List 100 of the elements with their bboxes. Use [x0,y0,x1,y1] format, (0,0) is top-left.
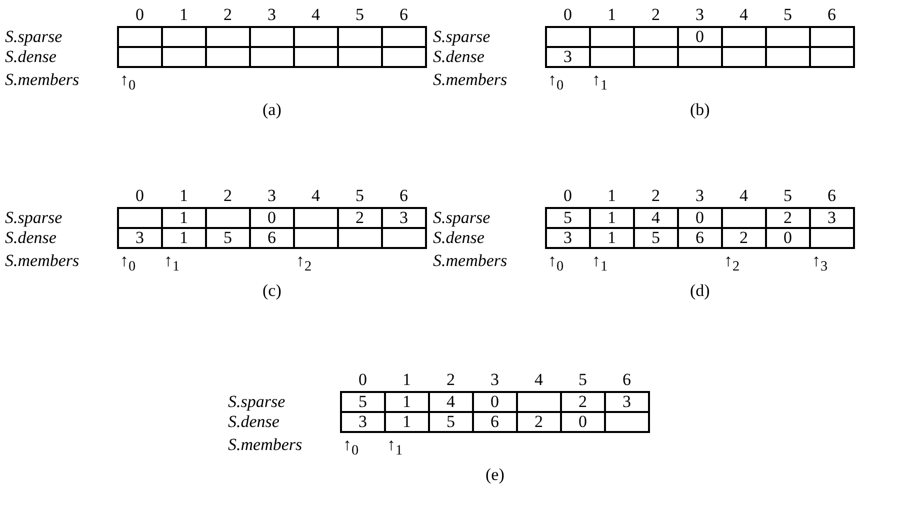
column-index: 0 [358,370,367,390]
array-value: 0 [696,208,704,228]
column-index: 2 [446,370,455,390]
column-index: 4 [740,186,748,206]
column-index: 5 [578,370,587,390]
array-value: 0 [578,412,587,432]
column-index: 3 [268,5,276,25]
array-value: 3 [828,208,836,228]
array-value: 1 [180,228,188,248]
column-index: 6 [828,186,836,206]
column-index: 3 [490,370,499,390]
array-value: 0 [696,27,704,47]
array-value: 5 [358,392,367,412]
member-pointer: ↑$_{1}$ [164,251,180,276]
member-pointer: ↑$_{2}$ [724,251,740,276]
array-value: 1 [608,228,616,248]
array-value: 3 [358,412,367,432]
column-index: 6 [828,5,836,25]
array-value: 5 [224,228,232,248]
array-value: 3 [564,228,572,248]
column-index: 0 [136,5,144,25]
row-label: S.sparse [228,392,286,412]
column-index: 6 [400,186,408,206]
column-index: 4 [312,186,320,206]
panel-caption: (d) [690,281,710,301]
row-label: S.members [433,251,508,271]
column-index: 3 [696,186,704,206]
member-pointer: ↑$_{3}$ [812,251,828,276]
array-value: 1 [402,392,411,412]
row-label: S.members [5,70,80,90]
array-value: 2 [784,208,792,228]
column-index: 0 [564,186,572,206]
member-pointer: ↑$_{0}$ [120,70,136,96]
column-index: 5 [784,5,792,25]
panel-caption: (e) [486,465,504,485]
panel-caption: (c) [262,281,282,301]
array-value: 3 [622,392,631,412]
member-pointer: ↑$_{0}$ [120,251,136,276]
array-value: 1 [608,208,616,228]
member-pointer: ↑$_{1}$ [592,70,608,96]
row-label: S.dense [5,47,56,67]
column-index: 4 [534,370,543,390]
row-label: S.members [5,251,80,271]
row-label: S.dense [433,47,484,67]
column-index: 2 [224,186,232,206]
member-pointer: ↑$_{1}$ [592,251,608,276]
column-index: 5 [784,186,792,206]
array-value: 5 [652,228,660,248]
array-value: 4 [446,392,455,412]
column-index: 2 [224,5,232,25]
row-label: S.sparse [5,27,62,47]
column-index: 3 [268,186,276,206]
member-pointer: ↑$_{2}$ [296,251,312,276]
array-value: 6 [696,228,704,248]
array-value: 2 [740,228,748,248]
column-index: 0 [136,186,144,206]
member-pointer: ↑$_{0}$ [548,251,564,276]
row-label: S.members [433,70,508,90]
member-pointer: ↑$_{0}$ [343,435,359,460]
column-index: 1 [180,186,188,206]
member-pointer: ↑$_{0}$ [548,70,564,96]
column-index: 2 [652,5,660,25]
column-index: 3 [696,5,704,25]
column-index: 5 [356,186,364,206]
column-index: 0 [564,5,572,25]
column-index: 6 [400,5,408,25]
array-value: 4 [652,208,660,228]
row-label: S.members [228,435,302,455]
column-index: 5 [356,5,364,25]
array-value: 0 [784,228,792,248]
array-value: 0 [268,208,276,228]
column-index: 2 [652,186,660,206]
row-label: S.sparse [433,208,490,228]
array-value: 1 [402,412,411,432]
column-index: 1 [402,370,411,390]
column-index: 4 [312,5,320,25]
array-value: 3 [400,208,408,228]
row-label: S.sparse [5,208,62,228]
member-pointer: ↑$_{1}$ [387,435,403,460]
column-index: 1 [180,5,188,25]
array-value: 6 [490,412,499,432]
array-value: 1 [180,208,188,228]
column-index: 1 [608,186,616,206]
panel-caption: (a) [262,100,282,120]
array-value: 6 [268,228,276,248]
array-value: 3 [136,228,144,248]
column-index: 1 [608,5,616,25]
row-label: S.dense [228,412,280,432]
array-value: 2 [534,412,543,432]
panel-caption: (b) [690,100,710,120]
column-index: 6 [622,370,631,390]
row-label: S.dense [433,228,484,248]
array-value: 5 [446,412,455,432]
array-value: 2 [356,208,364,228]
column-index: 4 [740,5,748,25]
row-label: S.sparse [433,27,490,47]
array-value: 2 [578,392,587,412]
array-value: 3 [564,47,572,67]
array-value: 5 [564,208,572,228]
array-value: 0 [490,392,499,412]
